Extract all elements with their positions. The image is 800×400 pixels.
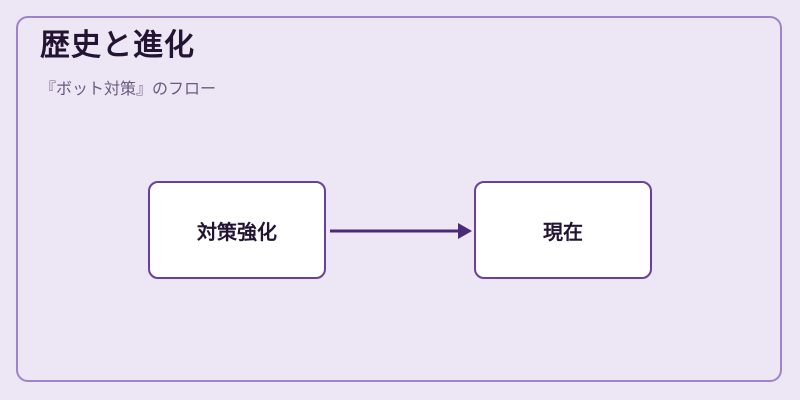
flow-node-present: 現在: [474, 181, 652, 279]
page-subtitle: 『ボット対策』のフロー: [40, 79, 217, 98]
flow-node-countermeasure-enhancement: 対策強化: [148, 181, 326, 279]
diagram-frame: [16, 16, 782, 382]
page-title: 歴史と進化: [40, 28, 195, 63]
flow-node-label: 対策強化: [197, 219, 277, 244]
flow-node-label: 現在: [543, 219, 583, 244]
